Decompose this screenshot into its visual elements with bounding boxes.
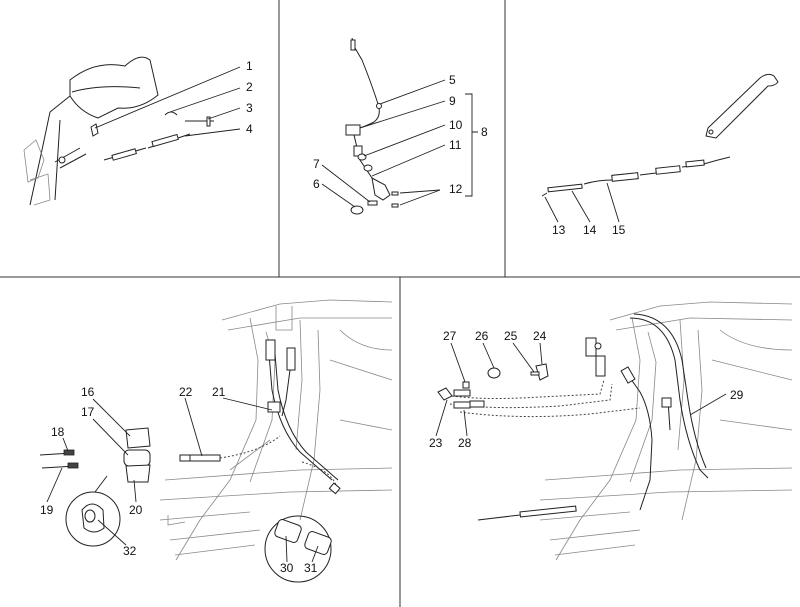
panel-bottom-right-illustration — [437, 301, 793, 561]
callout-6: 6 — [313, 177, 320, 191]
callout-20: 20 — [129, 503, 143, 517]
callout-10: 10 — [449, 118, 463, 132]
callout-2: 2 — [246, 80, 253, 94]
panel-top-right-leaders — [544, 182, 620, 223]
panel-top-left-leaders — [94, 66, 241, 137]
callout-27: 27 — [443, 329, 457, 343]
panel-bottom-right-leaders — [435, 342, 727, 437]
callout-13: 13 — [552, 223, 566, 237]
callout-24: 24 — [533, 329, 547, 343]
callout-8: 8 — [481, 125, 488, 139]
callout-17: 17 — [81, 405, 95, 419]
callout-26: 26 — [475, 329, 489, 343]
callout-32: 32 — [123, 544, 137, 558]
panel-bottom-left-illustration — [39, 299, 393, 583]
callout-30: 30 — [280, 561, 294, 575]
callout-7: 7 — [313, 157, 320, 171]
callout-16: 16 — [81, 385, 95, 399]
callout-21: 21 — [212, 385, 226, 399]
callout-15: 15 — [612, 223, 626, 237]
panel-bottom-left-leaders — [46, 397, 319, 563]
callout-1: 1 — [246, 59, 253, 73]
callout-29: 29 — [730, 388, 744, 402]
callout-4: 4 — [246, 122, 253, 136]
callout-18: 18 — [51, 425, 65, 439]
callout-14: 14 — [583, 223, 597, 237]
callout-5: 5 — [449, 73, 456, 87]
panel-top-left-illustration — [23, 56, 214, 206]
panel-top-right-illustration — [541, 73, 779, 197]
callout-9: 9 — [449, 94, 456, 108]
callout-22: 22 — [179, 385, 193, 399]
callout-3: 3 — [246, 101, 253, 115]
panel-top-middle-illustration — [345, 37, 399, 215]
panel-top-middle-leaders — [321, 79, 478, 208]
callout-23: 23 — [429, 436, 443, 450]
callout-31: 31 — [304, 561, 318, 575]
callout-12: 12 — [449, 182, 463, 196]
callout-28: 28 — [458, 436, 472, 450]
callout-19: 19 — [40, 503, 54, 517]
callout-11: 11 — [449, 138, 462, 152]
callout-25: 25 — [504, 329, 518, 343]
